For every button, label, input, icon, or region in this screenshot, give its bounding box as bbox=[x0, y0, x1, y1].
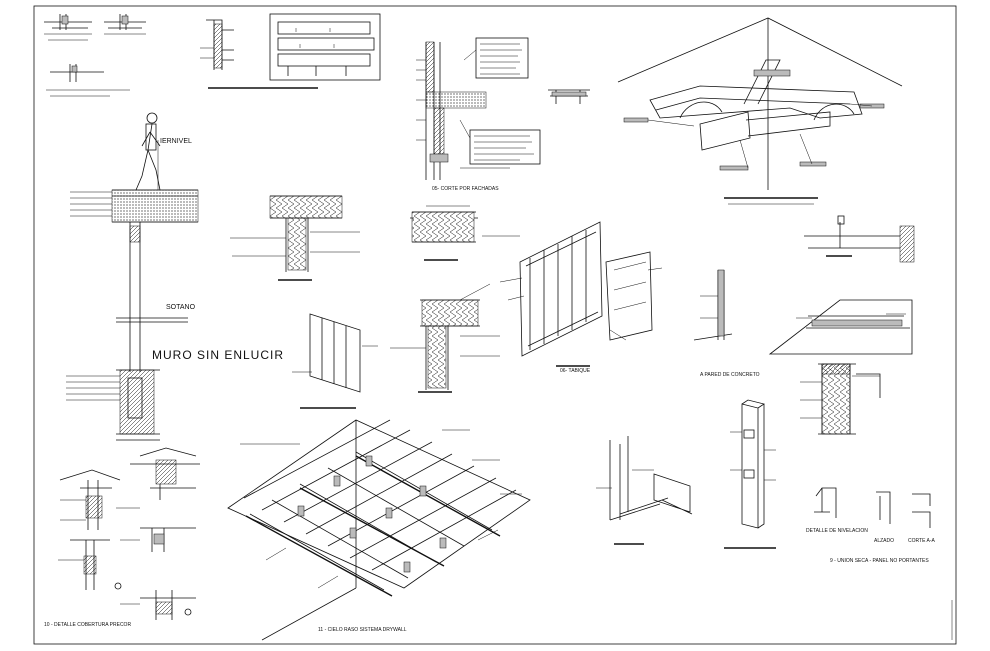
ceiling-grid-iso bbox=[617, 17, 903, 205]
person-level-label: IERNIVEL bbox=[160, 138, 192, 145]
concrete-wall-detail bbox=[693, 269, 733, 341]
roof-detail-title: 10 - DETALLE COBERTURA PRECOR bbox=[44, 622, 132, 628]
beam-detail bbox=[548, 89, 590, 104]
concrete-wall-title: A PARED DE CONCRETO bbox=[700, 372, 760, 378]
elevation-label: ALZADO bbox=[874, 538, 895, 544]
roof-cover-details bbox=[58, 447, 200, 620]
tabique-iso bbox=[499, 221, 663, 367]
wall-beam-detail bbox=[390, 283, 500, 393]
header-detail bbox=[410, 205, 520, 261]
right-vertical-section bbox=[800, 363, 881, 435]
panel-elevation bbox=[269, 13, 381, 81]
stud-connections bbox=[596, 436, 693, 545]
stud-frame-iso bbox=[292, 313, 378, 409]
section-a-label: CORTE A-A bbox=[908, 538, 935, 544]
joint-details bbox=[814, 487, 931, 528]
basement-label: SOTANO bbox=[166, 304, 196, 311]
tall-stud bbox=[724, 399, 776, 549]
leveling-detail-label: DETALLE DE NIVELACION bbox=[806, 528, 868, 534]
ceiling-system-title: 11 - CIELO RASO SISTEMA DRYWALL bbox=[318, 627, 407, 633]
facade-section-title: 05- CORTE POR FACHADAS bbox=[432, 186, 499, 192]
facade-section bbox=[416, 37, 541, 180]
drywall-ceiling-grid bbox=[227, 419, 531, 641]
tabique-title: 06- TABIQUE bbox=[560, 368, 591, 374]
joint-detail-title: 9 - UNION SECA - PANEL NO PORTANTES bbox=[830, 558, 929, 564]
unplastered-wall-label: MURO SIN ENLUCIR bbox=[152, 348, 285, 362]
insulated-wall-section bbox=[230, 195, 360, 281]
building-section bbox=[66, 112, 199, 441]
sheet-border bbox=[33, 5, 957, 645]
column-detail bbox=[200, 19, 318, 89]
profile-details bbox=[768, 215, 915, 355]
top-left-details bbox=[44, 14, 146, 97]
